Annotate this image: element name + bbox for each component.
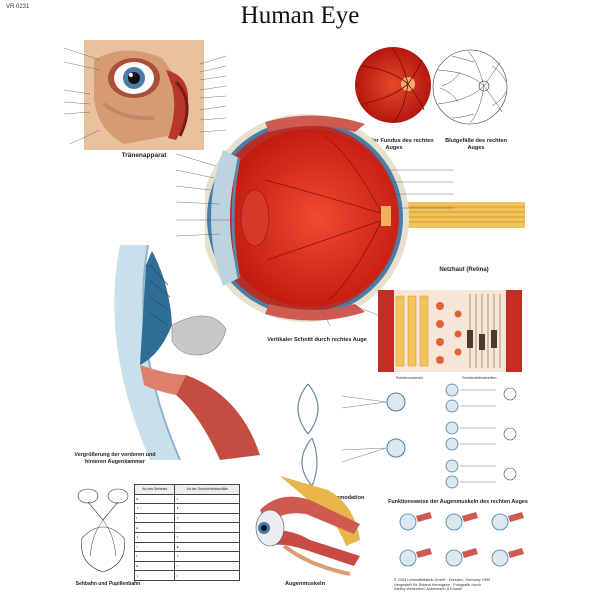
table-header-col1: Art des Sehtests <box>133 484 176 495</box>
lacrimal-illustration <box>84 40 204 150</box>
cornea-illustration <box>114 245 260 460</box>
table-row: ◐◑ <box>133 551 240 562</box>
poster-code: VR 0231 <box>6 4 30 10</box>
retina-scale-left: Rotationsstrahl <box>396 375 423 380</box>
caption-cornea: Vergrößerung der vorderen und hinteren A… <box>74 452 156 465</box>
visual-pathway-illustration <box>77 488 129 573</box>
caption-section: Vertikaler Schnitt durch rechtes Auge <box>267 337 367 343</box>
table-row: ◑● <box>133 503 240 514</box>
table-row: ◑◐ <box>133 570 240 581</box>
credit-line-3: Ashley Wellendorf, Ackermann & Knauth <box>394 587 463 592</box>
vessels-illustration <box>432 49 508 125</box>
table-row: ◐◑ <box>133 512 240 524</box>
table-row: ●◐ <box>133 493 240 505</box>
table-row: ●○ <box>133 560 240 572</box>
table-row: ●○ <box>133 522 240 533</box>
accommodation-illustration <box>297 383 406 487</box>
eye-section-illustration <box>205 114 525 322</box>
caption-vessels: Blutgefäße des rechten Auges <box>445 138 507 151</box>
table-row: ◑◐ <box>133 531 240 543</box>
table-header-col2: Art der Gesichtsfeldausfälle <box>174 484 240 495</box>
lacrimal-labels <box>63 47 227 145</box>
caption-muscle-function: Funktionsweise der Augenmuskeln des rech… <box>388 499 528 505</box>
caption-visual-field: Sehbahn und Pupillenbahn <box>75 581 141 587</box>
retina-scale-right: Sehstrahlenstreifen <box>462 375 497 380</box>
table-row: ○● <box>133 541 240 553</box>
caption-accommodation: Akkomodation <box>325 495 365 501</box>
credit-line-1: © 2004 Lehrmittelfabrik GmbH · Dresden, … <box>394 578 491 582</box>
caption-fundus: Normaler Fundus des rechten Auges <box>354 138 434 151</box>
caption-lacrimal: Tränenapparat <box>121 152 167 159</box>
visual-field-table: Art des Sehtests Art der Gesichtsfeldaus… <box>133 484 240 581</box>
refraction-illustration <box>445 383 517 489</box>
retina-illustration <box>378 290 522 372</box>
eye-muscles-illustration <box>255 476 360 576</box>
muscle-function-illustration <box>399 512 524 567</box>
fundus-illustration <box>355 47 431 123</box>
poster-title: Human Eye <box>240 2 360 29</box>
caption-retina: Netzhaut (Retina) <box>439 267 489 273</box>
credit-block: © 2004 Lehrmittelfabrik GmbH · Dresden, … <box>394 578 490 592</box>
caption-muscles: Augenmuskeln <box>284 581 326 587</box>
section-labels <box>175 153 454 327</box>
credit-line-2: Hergestellt für Roland Hennigsen · Fotog… <box>394 582 481 587</box>
